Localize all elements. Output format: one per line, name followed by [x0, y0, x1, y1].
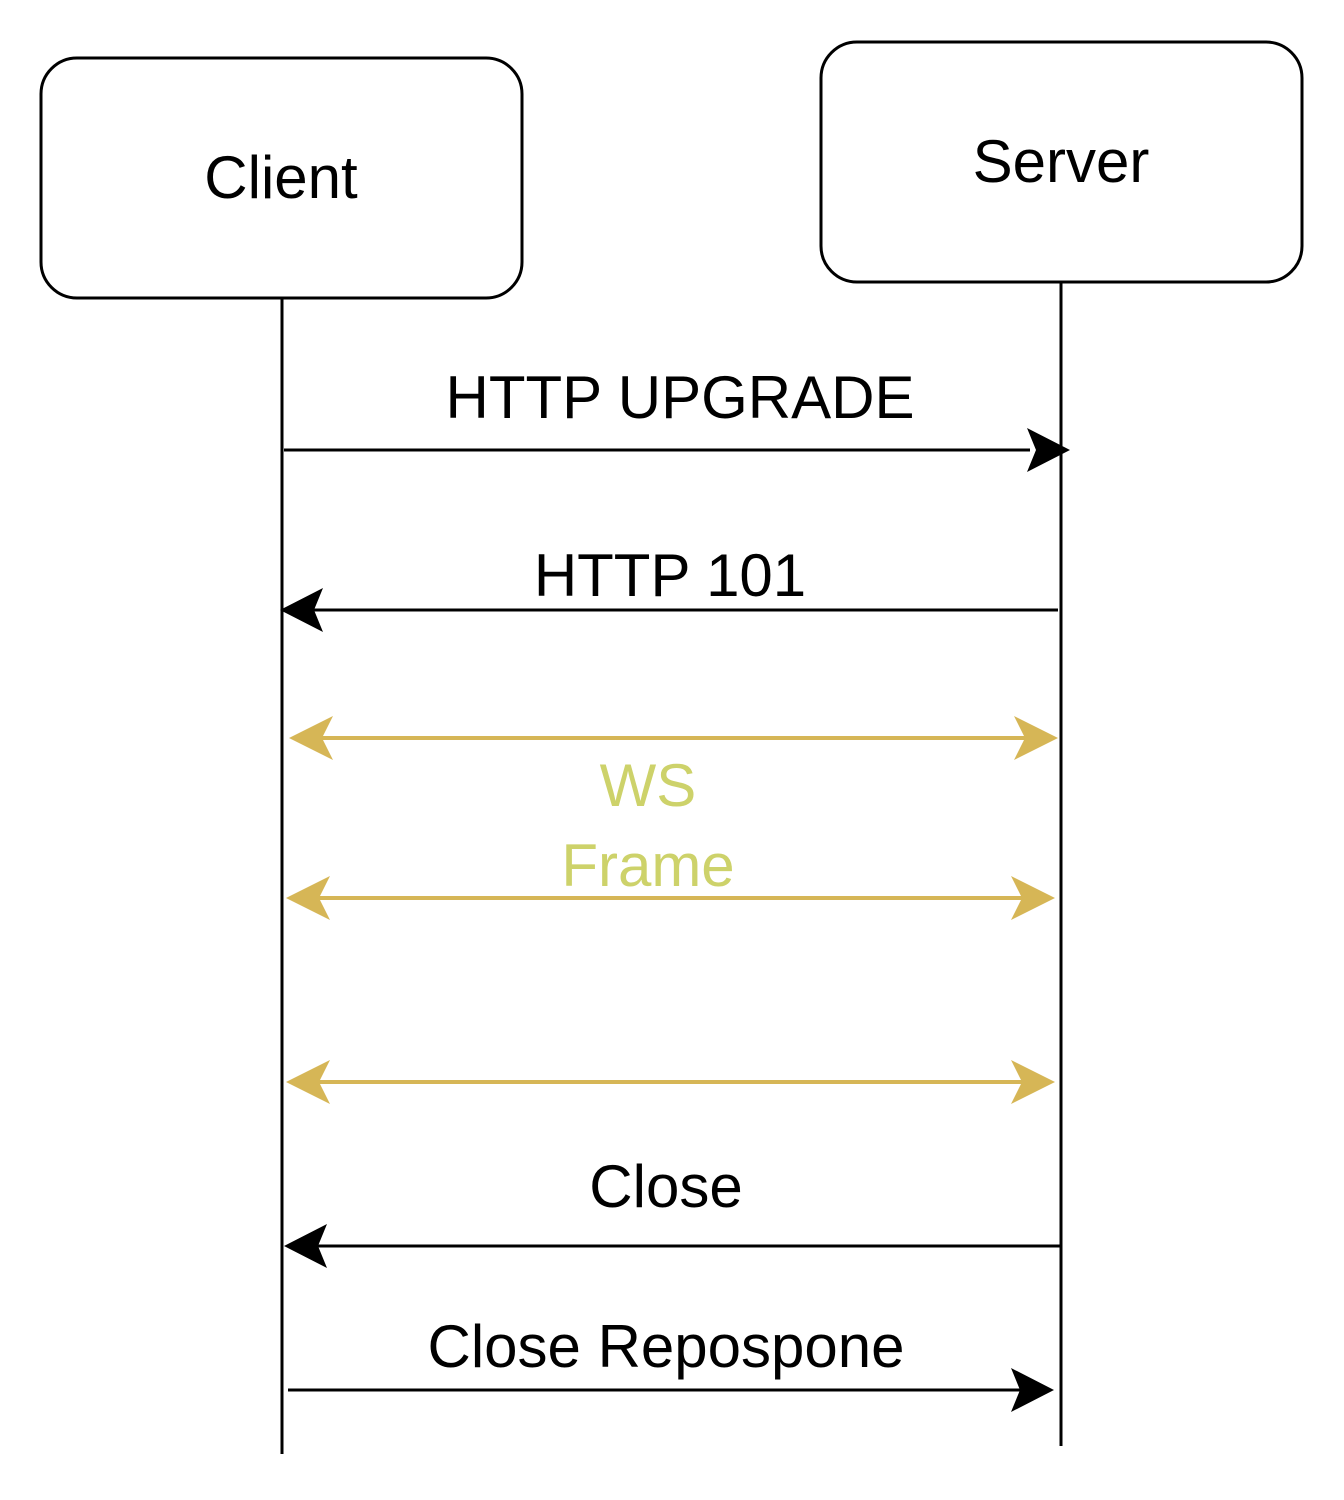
- client-participant[interactable]: Client: [39, 56, 524, 300]
- arrow-right-icon: [1027, 428, 1070, 472]
- close-response-label: Close Repospone: [428, 1313, 905, 1380]
- close-label: Close: [589, 1153, 742, 1220]
- ws-frame-exchange[interactable]: WS Frame: [286, 716, 1058, 1104]
- arrow-left-icon: [284, 1224, 327, 1268]
- arrow-left-icon: [289, 716, 333, 760]
- client-label: Client: [204, 144, 358, 211]
- http-upgrade-label: HTTP UPGRADE: [446, 364, 915, 431]
- close-response-message[interactable]: Close Repospone: [288, 1313, 1054, 1412]
- arrow-left-icon: [286, 876, 330, 920]
- http-101-label: HTTP 101: [534, 542, 806, 609]
- arrow-left-icon: [280, 588, 323, 632]
- http-upgrade-message[interactable]: HTTP UPGRADE: [284, 364, 1070, 472]
- ws-frame-label-line1: WS: [600, 752, 697, 819]
- close-message[interactable]: Close: [284, 1153, 1061, 1268]
- arrow-right-icon: [1011, 1060, 1055, 1104]
- arrow-right-icon: [1011, 1368, 1054, 1412]
- ws-frame-label-line2: Frame: [561, 832, 734, 899]
- http-101-message[interactable]: HTTP 101: [280, 542, 1058, 632]
- server-label: Server: [973, 128, 1150, 195]
- server-participant[interactable]: Server: [819, 40, 1304, 284]
- arrow-left-icon: [286, 1060, 330, 1104]
- arrow-right-icon: [1014, 716, 1058, 760]
- arrow-right-icon: [1011, 876, 1055, 920]
